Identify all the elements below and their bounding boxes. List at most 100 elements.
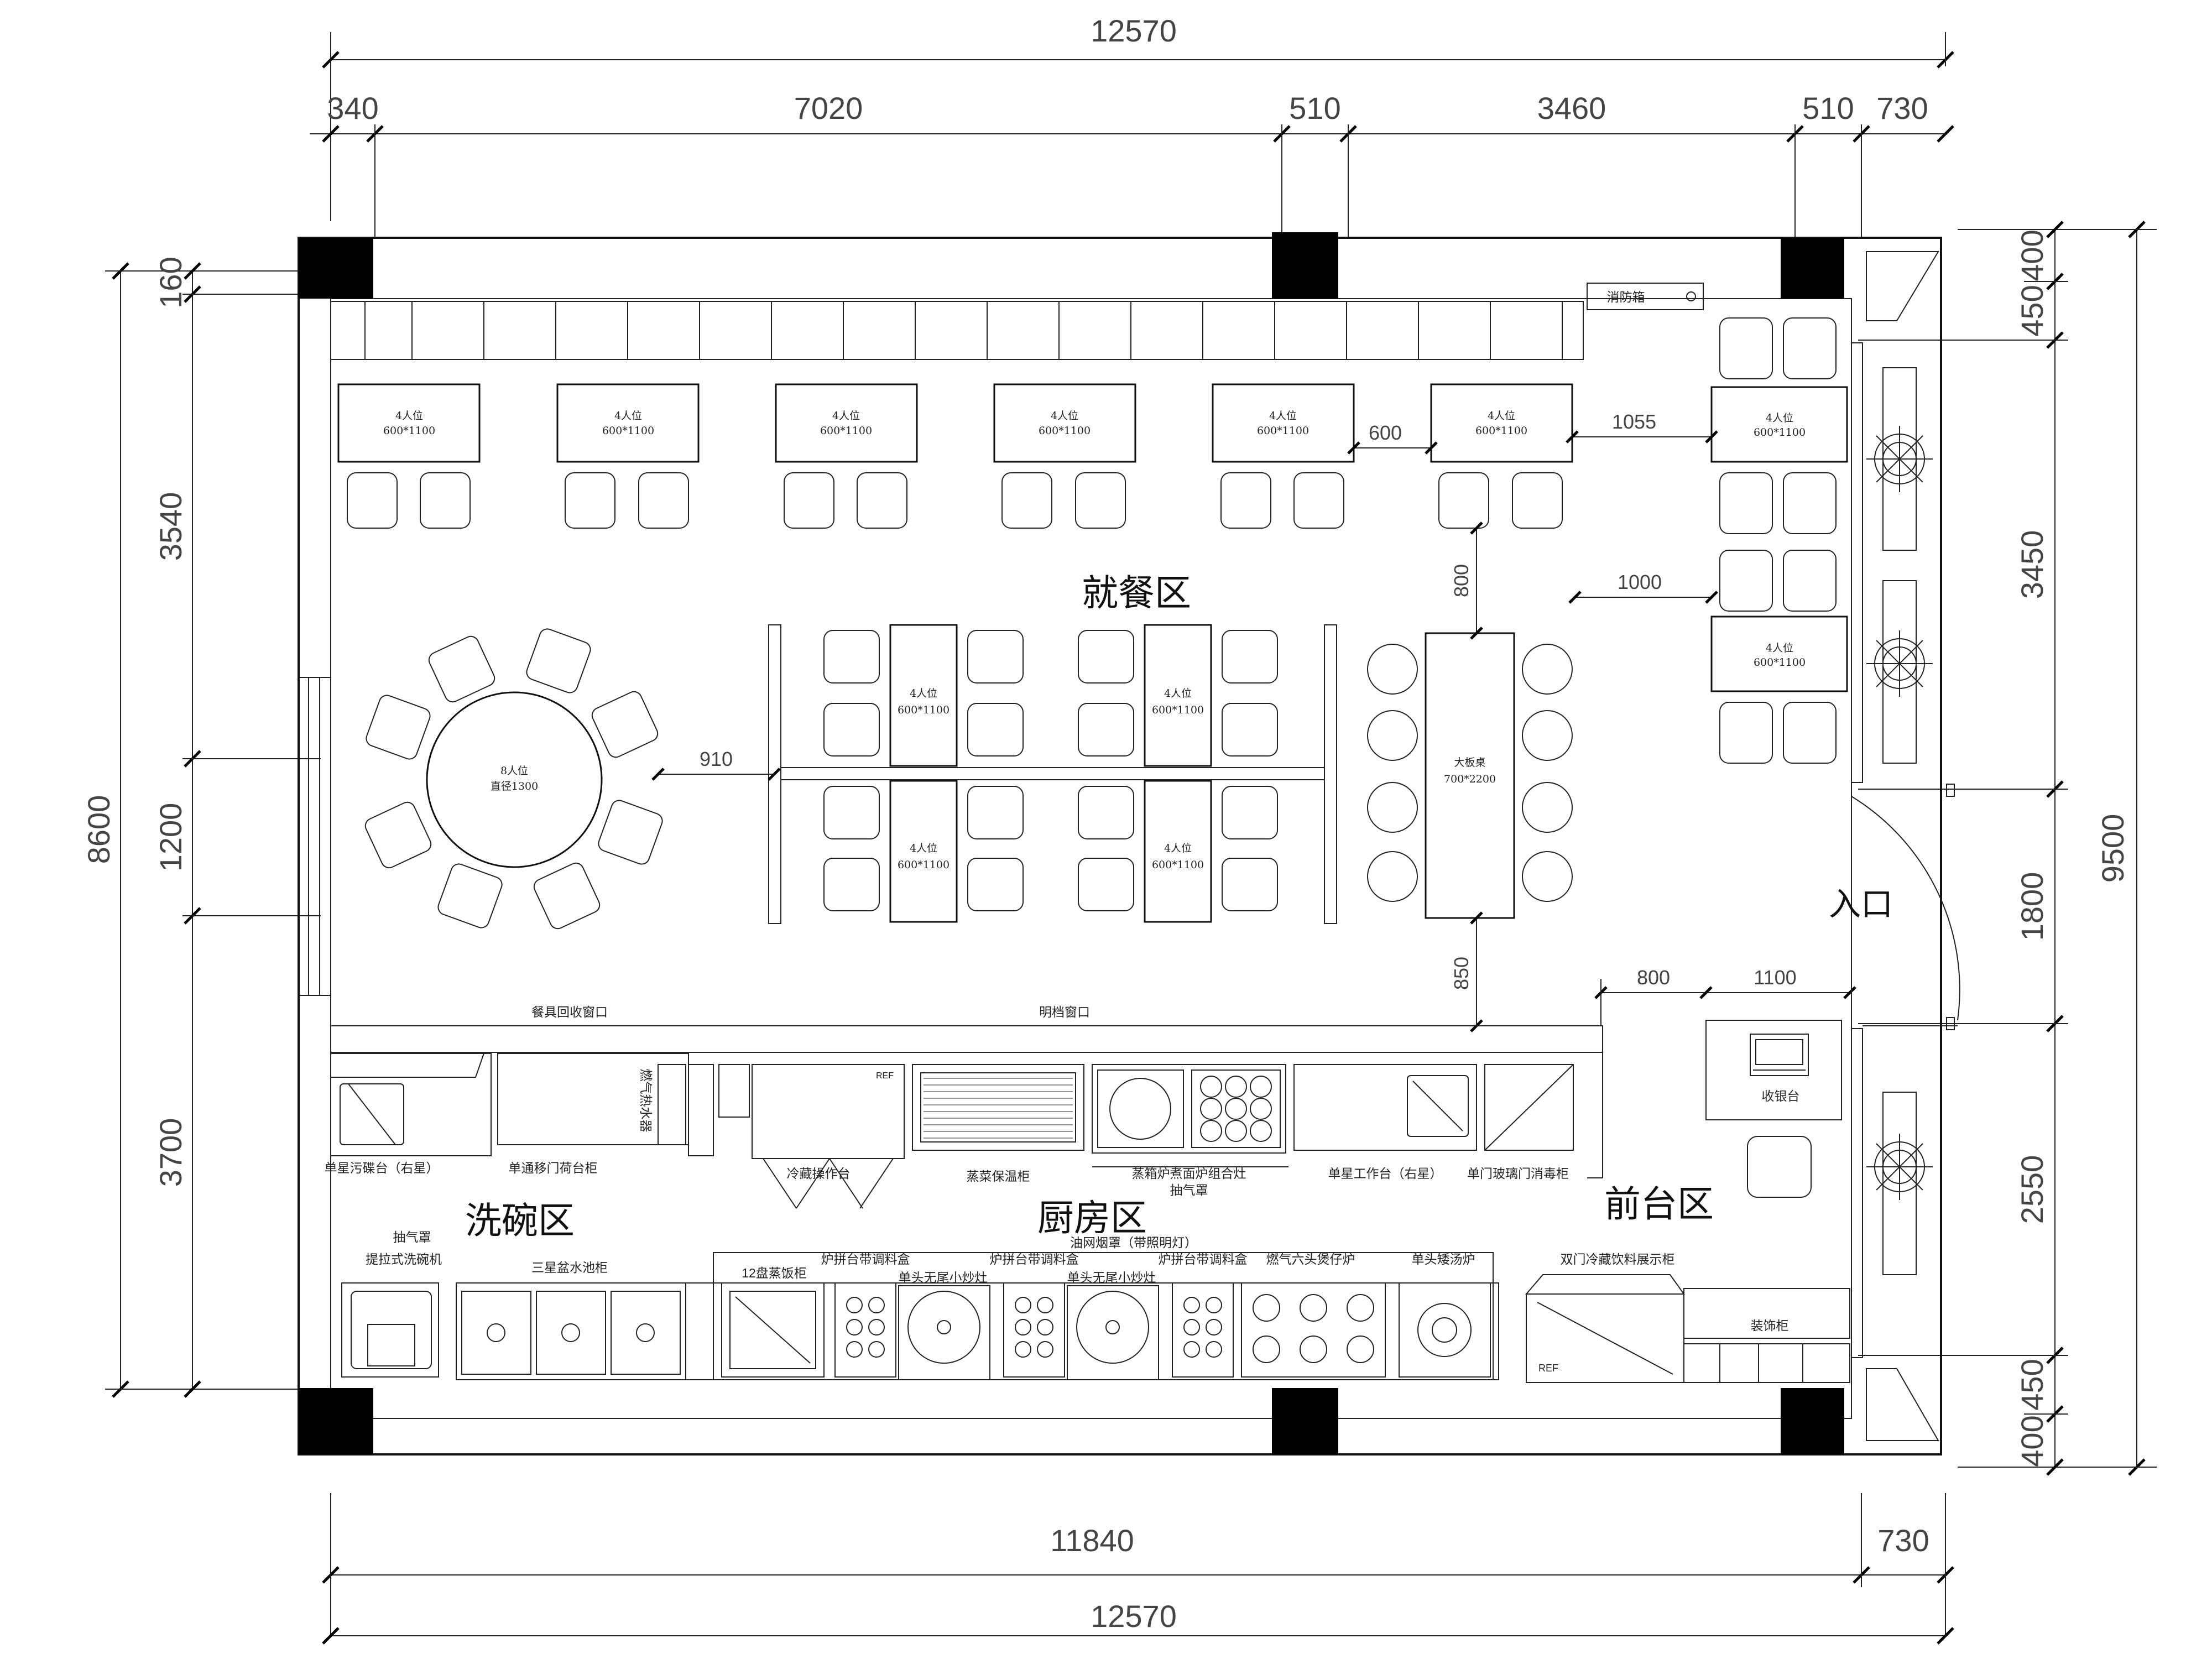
dishwasher-label: 提拉式洗碗机 — [366, 1252, 442, 1266]
cashier-label: 收银台 — [1762, 1089, 1800, 1103]
wok-1-label: 单头无尾小炒灶 — [899, 1270, 988, 1285]
dim-top-seg-1: 340 — [327, 91, 378, 126]
table-label: 大板桌 — [1454, 757, 1485, 769]
ref-label-1: REF — [876, 1071, 894, 1081]
wok-2-label: 单头无尾小炒灶 — [1067, 1270, 1156, 1285]
dim-left-seg-2: 3540 — [153, 492, 188, 561]
four-seat-table: 4人位 600*1100 — [1710, 615, 1848, 692]
steamer-combo-label: 蒸箱炉煮面炉组合灶 — [1132, 1166, 1246, 1181]
dim-left-total: 8600 — [81, 795, 116, 864]
plant-icon — [1866, 426, 1933, 492]
four-seat-table: 4人位 600*1100 — [1430, 383, 1573, 529]
table-label: 600*1100 — [383, 425, 435, 437]
zone-titles: 就餐区 厨房区 洗碗区 前台区 入口 — [465, 572, 1893, 1242]
dim-bottom-seg-2: 730 — [1877, 1523, 1929, 1558]
four-seat-table: 4人位 600*1100 — [993, 383, 1136, 529]
dim-inner-850: 850 — [1450, 957, 1473, 990]
dim-left-seg-3: 1200 — [153, 803, 188, 872]
dim-top-seg-4: 3460 — [1537, 91, 1606, 126]
zone-dishwash: 洗碗区 — [465, 1199, 575, 1242]
dim-inner-800v: 800 — [1450, 564, 1473, 597]
single-door-cabinet-label: 单通移门荷台柜 — [509, 1161, 598, 1175]
wall-banquette — [330, 301, 1584, 360]
dim-right-seg-3: 3450 — [2015, 530, 2049, 599]
exhaust-hood-mid-label: 抽气罩 — [1170, 1183, 1208, 1197]
planters — [1866, 367, 1933, 1275]
four-seat-table: 4人位 600*1100 — [1710, 386, 1848, 463]
table-label: 600*1100 — [820, 425, 872, 437]
ref-label-2: REF — [1538, 1363, 1558, 1374]
four-seat-table: 4人位 600*1100 — [1212, 383, 1355, 529]
plant-icon — [1866, 1134, 1933, 1200]
table-label: 600*1100 — [1754, 656, 1806, 669]
table-label: 4人位 — [1164, 687, 1192, 700]
kitchen-lower-equipment: 抽气罩 提拉式洗碗机 三星盆水池柜 油网烟罩（带照明灯） 12盘蒸饭柜 炉拼台带… — [341, 1230, 1850, 1383]
four-seat-table: 4人位 600*1100 — [1144, 624, 1212, 767]
inner-dimensions: 600 1055 1000 800 910 850 800 1100 — [651, 410, 1856, 1032]
dim-right-seg-6: 450 — [2015, 1359, 2049, 1410]
table-label: 4人位 — [1269, 410, 1297, 422]
table-label: 4人位 — [832, 410, 860, 422]
entrance-door[interactable] — [1851, 784, 1960, 1030]
table-label: 600*1100 — [898, 859, 950, 871]
table-label: 600*1100 — [602, 425, 654, 437]
stove-seasoning-1-label: 炉拼台带调料盒 — [821, 1252, 910, 1266]
table-label: 600*1100 — [1475, 425, 1527, 437]
four-seat-table: 4人位 600*1100 — [337, 383, 481, 529]
kitchen-partition: 餐具回收窗口 明档窗口 — [330, 1005, 1603, 1178]
table-label: 4人位 — [1766, 412, 1793, 424]
table-label: 4人位 — [1488, 410, 1515, 422]
soup-stove-label: 单头矮汤炉 — [1412, 1252, 1475, 1266]
table-label: 600*1100 — [898, 704, 950, 716]
dim-inner-1055: 1055 — [1612, 410, 1656, 433]
table-label: 600*1100 — [1257, 425, 1309, 437]
dim-left-seg-4: 3700 — [153, 1118, 188, 1187]
zone-kitchen: 厨房区 — [1037, 1197, 1147, 1239]
zone-front-desk: 前台区 — [1604, 1183, 1714, 1225]
deco-cabinet-label: 装饰柜 — [1751, 1318, 1789, 1333]
dim-inner-600: 600 — [1369, 421, 1402, 444]
dim-right-total: 9500 — [2095, 814, 2130, 883]
four-seat-table: 4人位 600*1100 — [556, 383, 700, 529]
stove-seasoning-3-label: 炉拼台带调料盒 — [1159, 1252, 1248, 1266]
table-label: 4人位 — [395, 410, 423, 422]
four-seat-table: 4人位 600*1100 — [1144, 780, 1212, 923]
dim-right-seg-7: 400 — [2015, 1415, 2049, 1467]
dim-inner-800h: 800 — [1637, 966, 1670, 989]
triple-sink-label: 三星盆水池柜 — [531, 1260, 608, 1275]
pass-window-label: 明档窗口 — [1039, 1005, 1090, 1019]
four-seat-table: 4人位 600*1100 — [889, 780, 958, 923]
plant-icon — [1866, 630, 1933, 697]
vegetable-warmer-label: 蒸菜保温柜 — [967, 1169, 1030, 1183]
dim-top-seg-5: 510 — [1802, 91, 1854, 126]
table-label: 4人位 — [910, 842, 937, 854]
exhaust-hood-left-label: 抽气罩 — [393, 1230, 431, 1244]
dim-top-seg-3: 510 — [1289, 91, 1340, 126]
rice-steamer-label: 12盘蒸饭柜 — [742, 1266, 807, 1280]
four-seat-table: 4人位 600*1100 — [889, 624, 958, 767]
dim-right-seg-5: 2550 — [2015, 1155, 2049, 1224]
right-table-column: 4人位 600*1100 4人位 600*1100 — [1710, 317, 1848, 764]
table-label: 600*1100 — [1754, 426, 1806, 439]
dim-right-seg-4: 1800 — [2015, 872, 2049, 941]
four-seat-table: 4人位 600*1100 — [775, 383, 918, 529]
top-table-row: 4人位 600*1100 4人位 600*1100 4人位 600*1100 4… — [337, 383, 1573, 529]
dim-bottom-seg-1: 11840 — [1050, 1523, 1134, 1558]
warmer-hatch — [924, 1078, 1073, 1139]
dim-right-seg-1: 400 — [2015, 229, 2049, 281]
long-table: 大板桌 700*2200 — [1367, 632, 1573, 919]
disinfection-cabinet-label: 单门玻璃门消毒柜 — [1467, 1166, 1569, 1181]
oil-hood-label: 油网烟罩（带照明灯） — [1070, 1235, 1197, 1250]
dim-inner-1100: 1100 — [1754, 966, 1796, 989]
round-table-8: 8人位 直径1300 — [364, 628, 663, 930]
structural-columns — [299, 232, 1844, 1454]
dim-left-seg-1: 160 — [153, 257, 188, 308]
six-burner-label: 燃气六头煲仔炉 — [1266, 1252, 1355, 1266]
table-label: 4人位 — [1164, 842, 1192, 854]
gas-water-heater-label: 燃气热水器 — [639, 1069, 653, 1133]
dim-bottom-total: 12570 — [1091, 1599, 1177, 1634]
table-label: 直径1300 — [491, 780, 538, 792]
drink-cabinet-label: 双门冷藏饮料展示柜 — [1561, 1252, 1675, 1266]
dim-right-seg-2: 450 — [2015, 285, 2049, 336]
